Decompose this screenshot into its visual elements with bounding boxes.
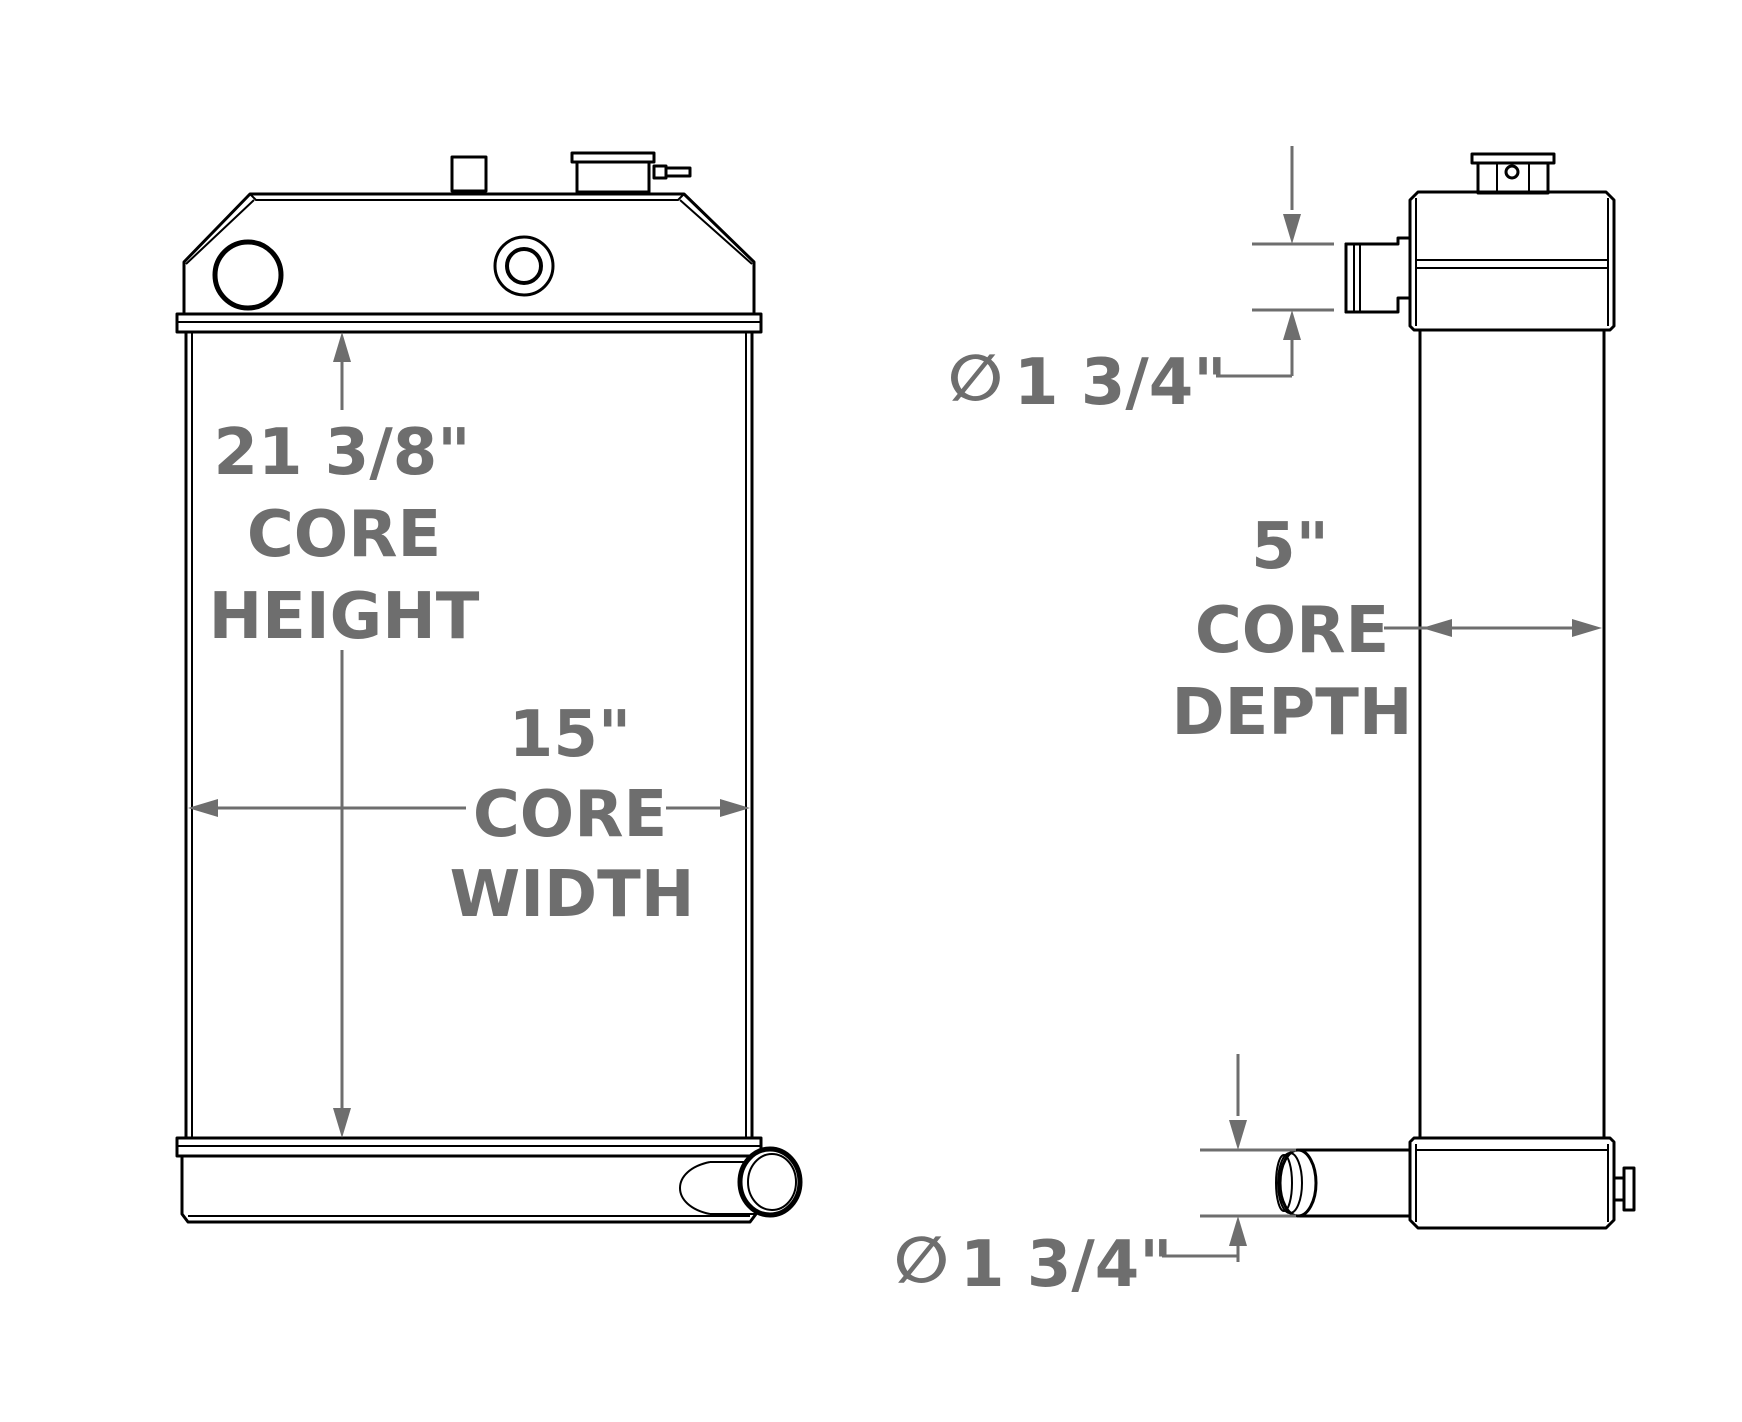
side-view: 5" CORE DEPTH ∅ 1 3/4" ∅ 1 3/4" [894, 146, 1636, 1302]
depth-dimension-label-core: CORE [1195, 594, 1389, 668]
height-dimension-label-height: HEIGHT [209, 580, 480, 654]
depth-dimension-line [1384, 619, 1602, 637]
side-bottom-tank [1408, 1136, 1616, 1230]
front-filler-neck [450, 155, 488, 193]
lower-port-diameter-symbol: ∅ [894, 1224, 949, 1298]
front-top-header [175, 312, 763, 334]
side-upper-port [1344, 236, 1412, 314]
front-radiator-cap [570, 151, 692, 194]
height-dimension-label-core: CORE [247, 498, 441, 572]
upper-port-dimension-line [1216, 146, 1334, 378]
depth-dimension-label-depth: DEPTH [1172, 676, 1413, 750]
depth-dimension-value: 5" [1251, 510, 1329, 584]
front-bottom-tank [180, 1154, 758, 1224]
side-top-tank [1408, 190, 1616, 332]
height-dimension-value: 21 3/8" [213, 416, 470, 490]
front-core [184, 330, 754, 1140]
side-drain-cock [1612, 1166, 1636, 1212]
side-lower-port [1275, 1148, 1412, 1218]
side-core [1418, 328, 1606, 1140]
width-dimension-line [188, 799, 750, 817]
front-top-port [493, 235, 555, 297]
width-dimension-value: 15" [509, 698, 631, 772]
front-top-outlet [212, 239, 284, 311]
front-view: 21 3/8" CORE HEIGHT 15" CORE WIDTH [175, 151, 803, 1224]
height-dimension-line [333, 332, 351, 1138]
front-top-tank [182, 192, 756, 314]
width-dimension-label-width: WIDTH [450, 858, 695, 932]
upper-port-diameter-symbol: ∅ [948, 342, 1003, 416]
width-dimension-label-core: CORE [473, 778, 667, 852]
lower-port-dimension-line [1162, 1054, 1296, 1262]
upper-port-diameter-value: 1 3/4" [1014, 346, 1227, 420]
side-radiator-cap [1470, 152, 1556, 195]
front-bottom-header [175, 1136, 763, 1158]
lower-port-diameter-value: 1 3/4" [960, 1228, 1173, 1302]
front-bottom-outlet [737, 1146, 803, 1218]
